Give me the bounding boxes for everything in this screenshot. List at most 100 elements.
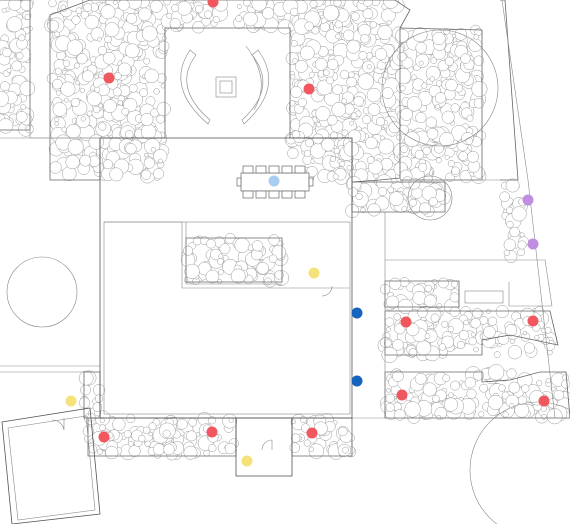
paving-stone xyxy=(409,198,417,207)
paving-stone xyxy=(333,147,340,154)
marker-red xyxy=(206,426,218,438)
paving-stone xyxy=(243,0,251,7)
dining-chair xyxy=(281,165,293,174)
paving-stone xyxy=(305,138,314,148)
paving-stone xyxy=(243,11,258,27)
paving-stone xyxy=(348,71,355,78)
paving-stone xyxy=(436,414,442,420)
marker-red xyxy=(303,83,315,95)
paving-stone xyxy=(79,87,85,94)
paving-stone xyxy=(315,106,331,122)
paving-stone xyxy=(448,392,454,398)
paving-stone xyxy=(289,7,299,17)
paving-stone xyxy=(389,277,402,290)
paving-stone xyxy=(346,39,361,54)
paving-stone xyxy=(418,162,428,172)
paving-stone xyxy=(121,107,130,116)
paving-stone xyxy=(509,226,520,238)
paving-stone xyxy=(323,4,340,22)
paving-stone xyxy=(339,69,350,80)
paving-stone xyxy=(125,143,137,155)
paving-stone xyxy=(128,444,141,457)
paving-stone xyxy=(303,149,312,157)
paving-stone xyxy=(401,206,408,212)
paving-stone xyxy=(447,326,454,333)
paving-stone xyxy=(456,340,466,349)
paving-stone xyxy=(86,91,102,107)
paving-stone xyxy=(441,320,449,328)
paving-stone xyxy=(103,99,117,113)
paving-stone xyxy=(353,95,364,107)
paving-stone xyxy=(144,68,159,84)
paving-stone xyxy=(387,186,395,194)
paving-stone xyxy=(126,13,138,25)
paving-stone xyxy=(503,249,511,256)
paving-stone xyxy=(60,81,76,97)
paving-stone xyxy=(158,40,170,52)
paving-stone xyxy=(458,151,468,161)
paving-stone xyxy=(6,16,23,33)
paving-stone xyxy=(350,12,360,21)
paving-stone xyxy=(424,284,433,293)
paving-stone xyxy=(385,327,391,332)
marker-light-blue xyxy=(268,175,280,187)
paving-stone xyxy=(129,83,138,93)
paving-stone xyxy=(138,7,152,22)
paving-stone xyxy=(415,42,427,54)
paving-stone xyxy=(436,157,442,164)
paving-stone xyxy=(156,114,165,124)
paving-stone xyxy=(404,401,421,418)
paving-stone xyxy=(162,429,171,438)
marker-purple xyxy=(522,194,534,206)
paving-stone xyxy=(163,0,171,6)
point-markers xyxy=(65,0,550,467)
paving-stone xyxy=(362,115,372,125)
paving-stone xyxy=(251,240,264,252)
paving-stone xyxy=(417,307,428,318)
paving-stone xyxy=(386,295,400,309)
paving-stone xyxy=(342,29,355,41)
paving-stone xyxy=(541,413,547,420)
paving-stone xyxy=(498,384,506,392)
paving-stone xyxy=(553,389,565,401)
paving-stone xyxy=(505,178,520,193)
paving-stone xyxy=(444,154,450,160)
paving-stone xyxy=(450,103,460,113)
paving-stone xyxy=(143,157,155,169)
paving-stone xyxy=(224,442,237,455)
paving-stone xyxy=(104,22,120,38)
paving-stone xyxy=(392,370,404,382)
paving-stone xyxy=(418,60,424,66)
paving-stone xyxy=(404,131,420,148)
paving-stone xyxy=(105,445,119,460)
paving-stone xyxy=(348,187,358,197)
dining-chair xyxy=(242,165,254,174)
paving-stone xyxy=(75,7,83,14)
paving-stone xyxy=(508,403,515,409)
paving-stone xyxy=(153,168,165,180)
paving-stone xyxy=(406,96,423,112)
paving-stone xyxy=(15,110,28,123)
paving-stone xyxy=(308,71,315,78)
paving-stone xyxy=(509,338,515,344)
paving-stone xyxy=(66,39,84,56)
paving-stone xyxy=(112,87,122,97)
paving-stone xyxy=(291,433,301,443)
paving-stone xyxy=(80,384,91,396)
paving-stone xyxy=(6,67,12,73)
paving-stone xyxy=(303,439,311,447)
paving-stone xyxy=(79,397,91,409)
paving-stone xyxy=(432,395,440,403)
paving-stone xyxy=(124,43,140,59)
paving-stone xyxy=(268,254,278,264)
paving-stone xyxy=(342,446,349,454)
paving-stone xyxy=(561,379,570,389)
paving-stone xyxy=(148,431,153,437)
paving-stone xyxy=(71,15,81,25)
paving-stone xyxy=(218,253,224,259)
paving-stone xyxy=(467,150,479,163)
paving-stone xyxy=(212,16,220,24)
paving-stone xyxy=(299,45,315,61)
paving-stone xyxy=(1,7,7,13)
marker-yellow xyxy=(308,267,320,279)
